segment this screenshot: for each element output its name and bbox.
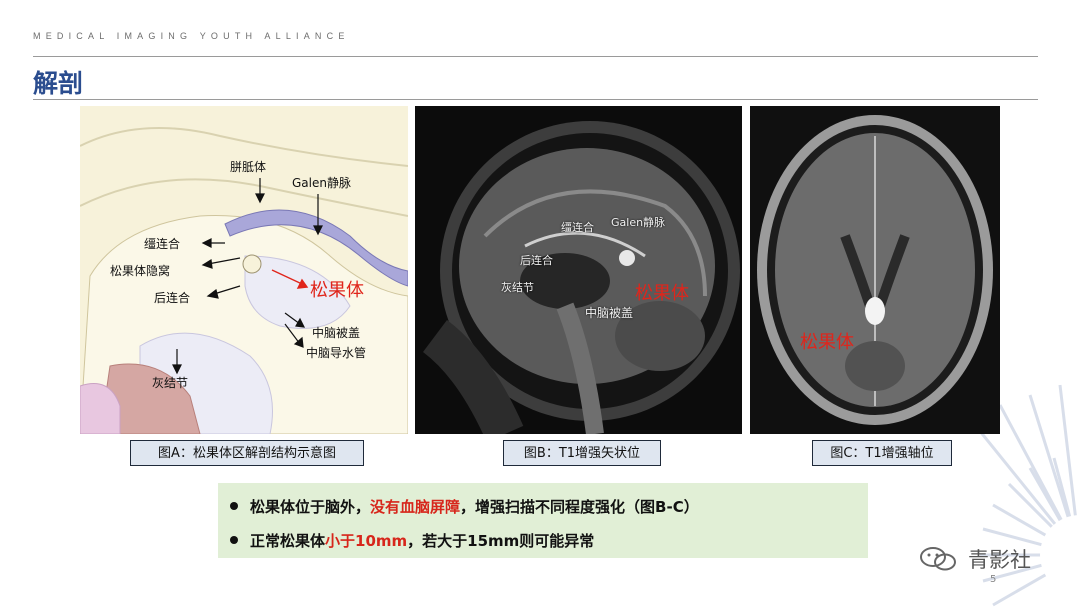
caption-anatomy-diagram: 图A：松果体区解剖结构示意图	[130, 440, 364, 466]
brand-name: 青影社	[968, 548, 1031, 572]
label-pineal-gland: 松果体	[635, 283, 689, 304]
caption-sagittal-mri: 图B：T1增强矢状位	[503, 440, 661, 466]
label-pineal-recess: 松果体隐窝	[110, 264, 171, 278]
bullet-2-text-a: 正常松果体	[250, 532, 326, 550]
mri-axial-drawing	[750, 106, 1000, 434]
label-cerebral-aqueduct: 中脑导水管	[306, 346, 367, 360]
label-posterior-commissure: 后连合	[520, 254, 553, 267]
key-points-box: 松果体位于脑外，没有血脑屏障，增强扫描不同程度强化（图B-C） 正常松果体小于1…	[218, 483, 868, 558]
bullet-2-highlight: 小于10mm	[325, 532, 408, 550]
page-number: 5	[990, 574, 997, 585]
mri-sagittal-drawing	[415, 106, 742, 434]
anatomy-drawing	[80, 106, 408, 434]
label-galen-vein: Galen静脉	[292, 176, 351, 190]
label-tuber-cinereum: 灰结节	[501, 281, 534, 294]
bullet-dot-icon	[230, 501, 238, 510]
header-divider-bottom	[33, 99, 1038, 100]
mri-axial-image: 松果体	[750, 106, 1000, 434]
bullet-1-text-a: 松果体位于脑外，	[250, 498, 371, 516]
label-midbrain-tegmentum: 中脑被盖	[312, 326, 361, 340]
wechat-icon	[920, 547, 956, 571]
bullet-2-text-b: ，若大于15mm则可能异常	[407, 532, 595, 550]
label-galen-vein: Galen静脉	[611, 216, 666, 229]
bullet-item-1: 松果体位于脑外，没有血脑屏障，增强扫描不同程度强化（图B-C）	[230, 496, 699, 517]
bullet-1-text-b: ，增强扫描不同程度强化（图B-C）	[460, 498, 699, 516]
caption-axial-mri: 图C：T1增强轴位	[812, 440, 952, 466]
label-pineal-gland: 松果体	[310, 280, 364, 301]
label-habenular-commissure: 缰连合	[561, 221, 594, 234]
header-divider-top	[33, 56, 1038, 57]
slide-title: 解剖	[33, 69, 84, 98]
mri-sagittal-image: 缰连合 Galen静脉 后连合 灰结节 松果体 中脑被盖	[415, 106, 742, 434]
header-tagline: MEDICAL IMAGING YOUTH ALLIANCE	[33, 31, 350, 41]
bullet-1-highlight: 没有血脑屏障	[370, 498, 461, 516]
label-midbrain-tegmentum: 中脑被盖	[585, 306, 634, 320]
label-posterior-commissure: 后连合	[154, 291, 191, 305]
label-habenular-commissure: 缰连合	[144, 237, 181, 251]
sunburst-decoration	[973, 384, 1080, 607]
label-corpus-callosum: 胼胝体	[230, 160, 267, 174]
bullet-dot-icon	[230, 535, 238, 544]
label-pineal-gland: 松果体	[800, 332, 854, 353]
anatomy-diagram: 胼胝体 Galen静脉 缰连合 松果体隐窝 后连合 松果体 中脑被盖 中脑导水管…	[80, 106, 408, 434]
bullet-item-2: 正常松果体小于10mm，若大于15mm则可能异常	[230, 530, 594, 551]
label-tuber-cinereum: 灰结节	[152, 376, 189, 390]
